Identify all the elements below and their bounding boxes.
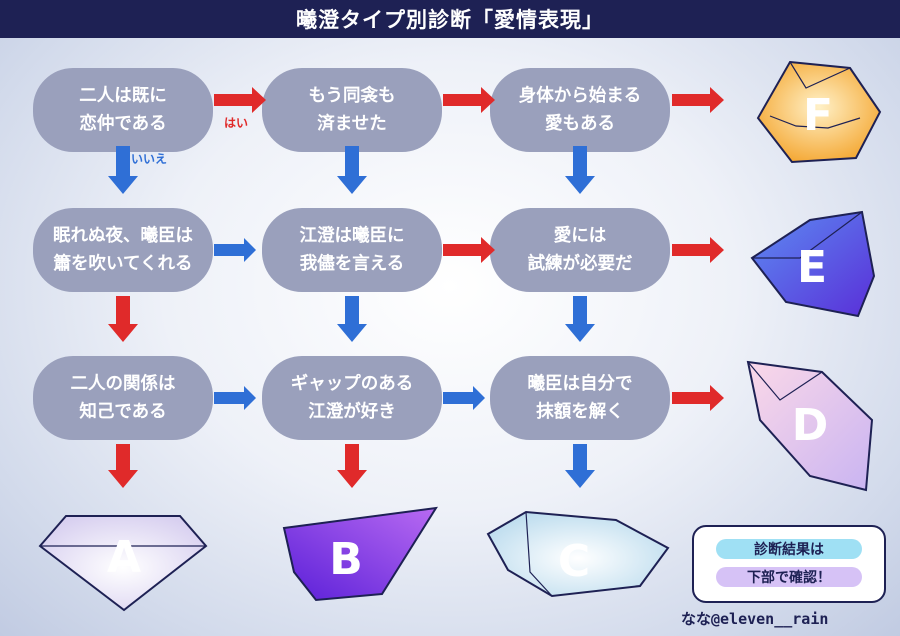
arrow-yes-r2c3 [672,237,724,263]
node-r1c3: 身体から始まる 愛もある [490,68,670,152]
node-text: 二人の関係は 知己である [70,374,176,422]
no-arrows [108,146,595,488]
arrow-no-r2c1 [214,238,256,262]
node-text: もう同衾も 済ませた [308,86,396,134]
node-text: 江澄は曦臣に 我儘を言える [299,226,405,274]
gem-a: A [38,515,208,612]
node-r2c2: 江澄は曦臣に 我儘を言える [262,208,442,292]
node-text: 身体から始まる 愛もある [518,86,642,134]
author-credit: なな@eleven__rain [681,610,829,628]
arrow-yes-r1c2 [443,87,495,113]
arrow-yes-r2c2 [443,237,495,263]
arrow-yes-r1c3 [672,87,724,113]
node-r3c3: 曦臣は自分で 抹額を解く [490,356,670,440]
node-r2c1: 眠れぬ夜、曦臣は 簫を吹いてくれる [33,208,213,292]
node-text: 愛には 試練が必要だ [527,226,633,274]
arrow-yes-r1c1 [214,87,266,113]
result-note-text: 下部で確認！ [747,570,831,586]
gem-b: B [282,506,438,602]
arrow-no-r3c2 [443,386,485,410]
gem-c-letter: C [558,536,590,587]
node-r2c3: 愛には 試練が必要だ [490,208,670,292]
gem-d: D [746,360,874,492]
arrow-no-r1c2 [337,146,367,194]
node-text: 二人は既に 恋仲である [79,86,167,134]
yes-label: はい [224,116,249,130]
yes-arrows [108,87,724,488]
gem-c: C [486,510,670,598]
arrow-no-r3c3 [565,444,595,488]
arrow-yes-r2c1 [108,296,138,342]
node-r1c2: もう同衾も 済ませた [262,68,442,152]
result-note-line2: 下部で確認！ [716,567,862,587]
arrow-no-r1c1 [108,146,138,194]
result-note-text: 診断結果は [754,542,824,558]
node-r3c2: ギャップのある 江澄が好き [262,356,442,440]
gem-f-letter: F [803,90,833,141]
gem-a-letter: A [107,532,141,583]
gem-e: E [750,210,876,318]
title-bar: 曦澄タイプ別診断「愛情表現」 [0,0,900,38]
result-note-line1: 診断結果は [716,539,862,559]
gem-f: F [756,60,882,164]
arrow-yes-r3c3 [672,385,724,411]
gem-e-letter: E [797,242,827,293]
node-text: ギャップのある 江澄が好き [290,374,414,422]
arrow-yes-r3c1 [108,444,138,488]
no-label: いいえ [131,152,168,166]
node-text: 眠れぬ夜、曦臣は 簫を吹いてくれる [53,226,193,274]
arrow-no-r3c1 [214,386,256,410]
node-r3c1: 二人の関係は 知己である [33,356,213,440]
arrow-no-r1c3 [565,146,595,194]
node-text: 曦臣は自分で 抹額を解く [527,374,633,422]
gem-d-letter: D [792,400,829,451]
arrow-yes-r3c2 [337,444,367,488]
arrow-no-r2c2 [337,296,367,342]
arrow-no-r2c3 [565,296,595,342]
gem-b-letter: B [329,534,363,585]
result-note-box: 診断結果は 下部で確認！ [692,525,886,603]
node-r1c1: 二人は既に 恋仲である [33,68,213,152]
page-title: 曦澄タイプ別診断「愛情表現」 [296,8,604,32]
